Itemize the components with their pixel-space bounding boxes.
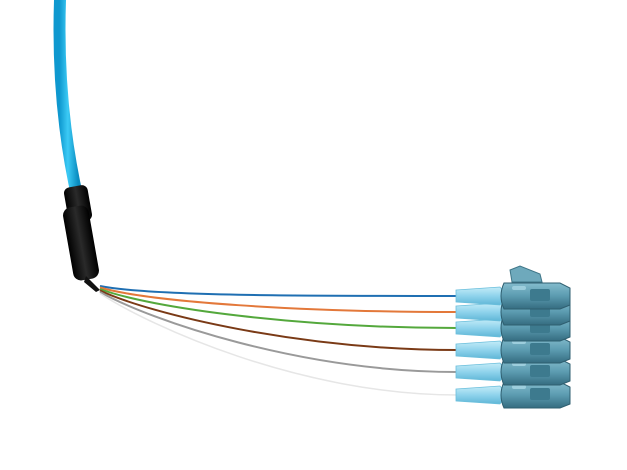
connector-boot xyxy=(455,385,505,405)
fiber-strand xyxy=(99,288,459,329)
connector-boot xyxy=(455,286,505,306)
trunk-cable xyxy=(53,0,84,206)
lc-connector xyxy=(455,358,571,386)
lc-connector xyxy=(455,282,571,310)
fiber-strand xyxy=(99,285,459,297)
fiber-strand xyxy=(99,289,459,351)
fiber-strand xyxy=(99,291,459,373)
connector-latch xyxy=(530,343,550,355)
connector-highlight xyxy=(512,385,526,389)
connector-highlight xyxy=(512,286,526,290)
fiber-strand xyxy=(99,286,459,313)
connector-latch xyxy=(530,388,550,400)
fiber-strand xyxy=(99,292,459,396)
connector-boot xyxy=(455,340,505,360)
connector-boot xyxy=(455,318,505,338)
connector-stack xyxy=(455,282,571,409)
connector-boot xyxy=(455,362,505,382)
connector-boot xyxy=(455,302,505,322)
connector-latch xyxy=(530,365,550,377)
lc-connector xyxy=(455,381,571,409)
lc-connector xyxy=(455,336,571,364)
connector-latch xyxy=(530,289,550,301)
latch-tab xyxy=(509,265,543,283)
fiber-group xyxy=(99,285,459,396)
breakout-boot xyxy=(63,185,100,292)
